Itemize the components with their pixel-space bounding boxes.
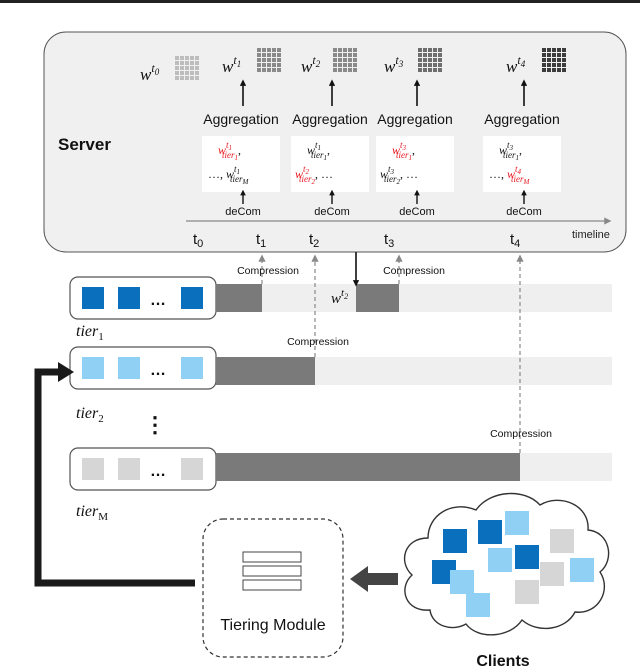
clients-squares bbox=[432, 511, 594, 617]
decom-label-3: deCom bbox=[506, 206, 541, 218]
compression-label-0: Compression bbox=[237, 265, 299, 277]
clients-label: Clients bbox=[476, 653, 529, 670]
tier-2-client-square-1 bbox=[118, 458, 140, 480]
tier-0-timeline-bar bbox=[216, 284, 612, 312]
cloud-client-square-9 bbox=[570, 558, 594, 582]
tiers-layer: … tier1 … tier2 … tierM bbox=[69, 276, 612, 523]
weight-grid-icon-1 bbox=[257, 48, 281, 72]
compression-label-2: Compression bbox=[383, 265, 445, 277]
aggregation-label-1: Aggregation bbox=[292, 111, 368, 127]
agg-box-0 bbox=[202, 136, 280, 192]
agg-box-1 bbox=[291, 136, 369, 192]
tier-0-dots: … bbox=[150, 292, 166, 309]
cloud-client-square-7 bbox=[488, 548, 512, 572]
weight-grid-icon-0 bbox=[175, 56, 199, 80]
decom-label-2: deCom bbox=[399, 206, 434, 218]
decom-label-1: deCom bbox=[314, 206, 349, 218]
tier-1-label: tier2 bbox=[76, 405, 104, 425]
tier-2-dots: … bbox=[150, 463, 166, 480]
weight-label-4: wt4 bbox=[506, 53, 526, 76]
cloud-client-square-3 bbox=[550, 529, 574, 553]
aggregation-label-3: Aggregation bbox=[484, 111, 560, 127]
tier-2-training-segment bbox=[216, 453, 520, 481]
tier-1-training-segment bbox=[216, 357, 315, 385]
agg-box-3 bbox=[483, 136, 561, 192]
feedback-arrowhead bbox=[58, 362, 74, 382]
mid-weight-text: wt2 bbox=[331, 287, 348, 307]
tier-1-client-square-1 bbox=[118, 357, 140, 379]
cloud-client-square-11 bbox=[466, 593, 490, 617]
weight-label-0: wt0 bbox=[140, 61, 160, 84]
decom-label-0: deCom bbox=[225, 206, 260, 218]
tier-2-label: tierM bbox=[76, 503, 108, 523]
time-mark-0: t0 bbox=[193, 231, 203, 250]
server-label: Server bbox=[58, 135, 111, 154]
compression-label-1: Compression bbox=[287, 336, 349, 348]
aggregation-label-2: Aggregation bbox=[377, 111, 453, 127]
weight-grid-icon-3 bbox=[418, 48, 442, 72]
cloud-client-square-8 bbox=[540, 562, 564, 586]
cloud-client-square-2 bbox=[443, 529, 467, 553]
tier-2-client-square-0 bbox=[82, 458, 104, 480]
compression-layer: CompressionCompressionCompressionCompres… bbox=[237, 254, 552, 453]
feedback-arrow bbox=[34, 368, 195, 587]
tier-0-client-square-0 bbox=[82, 287, 104, 309]
vertical-dots: ⋮ bbox=[144, 412, 166, 437]
stack-icon-top bbox=[242, 551, 302, 563]
tier-1-client-square-2 bbox=[181, 357, 203, 379]
aggregation-label-0: Aggregation bbox=[203, 111, 279, 127]
cloud-client-square-1 bbox=[505, 511, 529, 535]
cloud-client-square-10 bbox=[515, 580, 539, 604]
weight-label-1: wt1 bbox=[222, 53, 241, 76]
weight-grid-icon-2 bbox=[333, 48, 357, 72]
tier-0-second-training-segment bbox=[356, 284, 399, 312]
weights-layer: wt0 wt1 wt2 wt3 wt4 bbox=[140, 48, 566, 84]
tier-0-client-square-2 bbox=[181, 287, 203, 309]
tier-1-client-square-0 bbox=[82, 357, 104, 379]
tiering-module-label: Tiering Module bbox=[220, 617, 325, 634]
clients-arrow bbox=[350, 566, 398, 592]
mid-weight-label: wt2 bbox=[331, 287, 348, 307]
agg-box-2 bbox=[376, 136, 454, 192]
weight-label-3: wt3 bbox=[384, 53, 404, 76]
time-mark-2: t2 bbox=[309, 231, 319, 250]
cloud-client-square-4 bbox=[515, 545, 539, 569]
time-mark-3: t3 bbox=[384, 231, 394, 250]
cloud-client-square-0 bbox=[478, 520, 502, 544]
timeline-label: timeline bbox=[572, 229, 610, 241]
time-mark-4: t4 bbox=[510, 231, 520, 250]
compression-label-3: Compression bbox=[490, 428, 552, 440]
cloud-client-square-6 bbox=[450, 570, 474, 594]
weight-grid-icon-4 bbox=[542, 48, 566, 72]
tier-0-client-square-1 bbox=[118, 287, 140, 309]
weight-label-2: wt2 bbox=[301, 53, 321, 76]
stack-icon-mid bbox=[242, 565, 302, 577]
top-rule bbox=[0, 0, 640, 3]
tier-0-label: tier1 bbox=[76, 323, 104, 343]
time-marks-layer: t0 t1 t2 t3 t4 bbox=[193, 231, 520, 250]
tier-2-client-square-2 bbox=[181, 458, 203, 480]
tier-0-training-segment bbox=[216, 284, 262, 312]
stack-icon-bottom bbox=[242, 579, 302, 591]
tier-1-dots: … bbox=[150, 362, 166, 379]
time-mark-1: t1 bbox=[256, 231, 266, 250]
